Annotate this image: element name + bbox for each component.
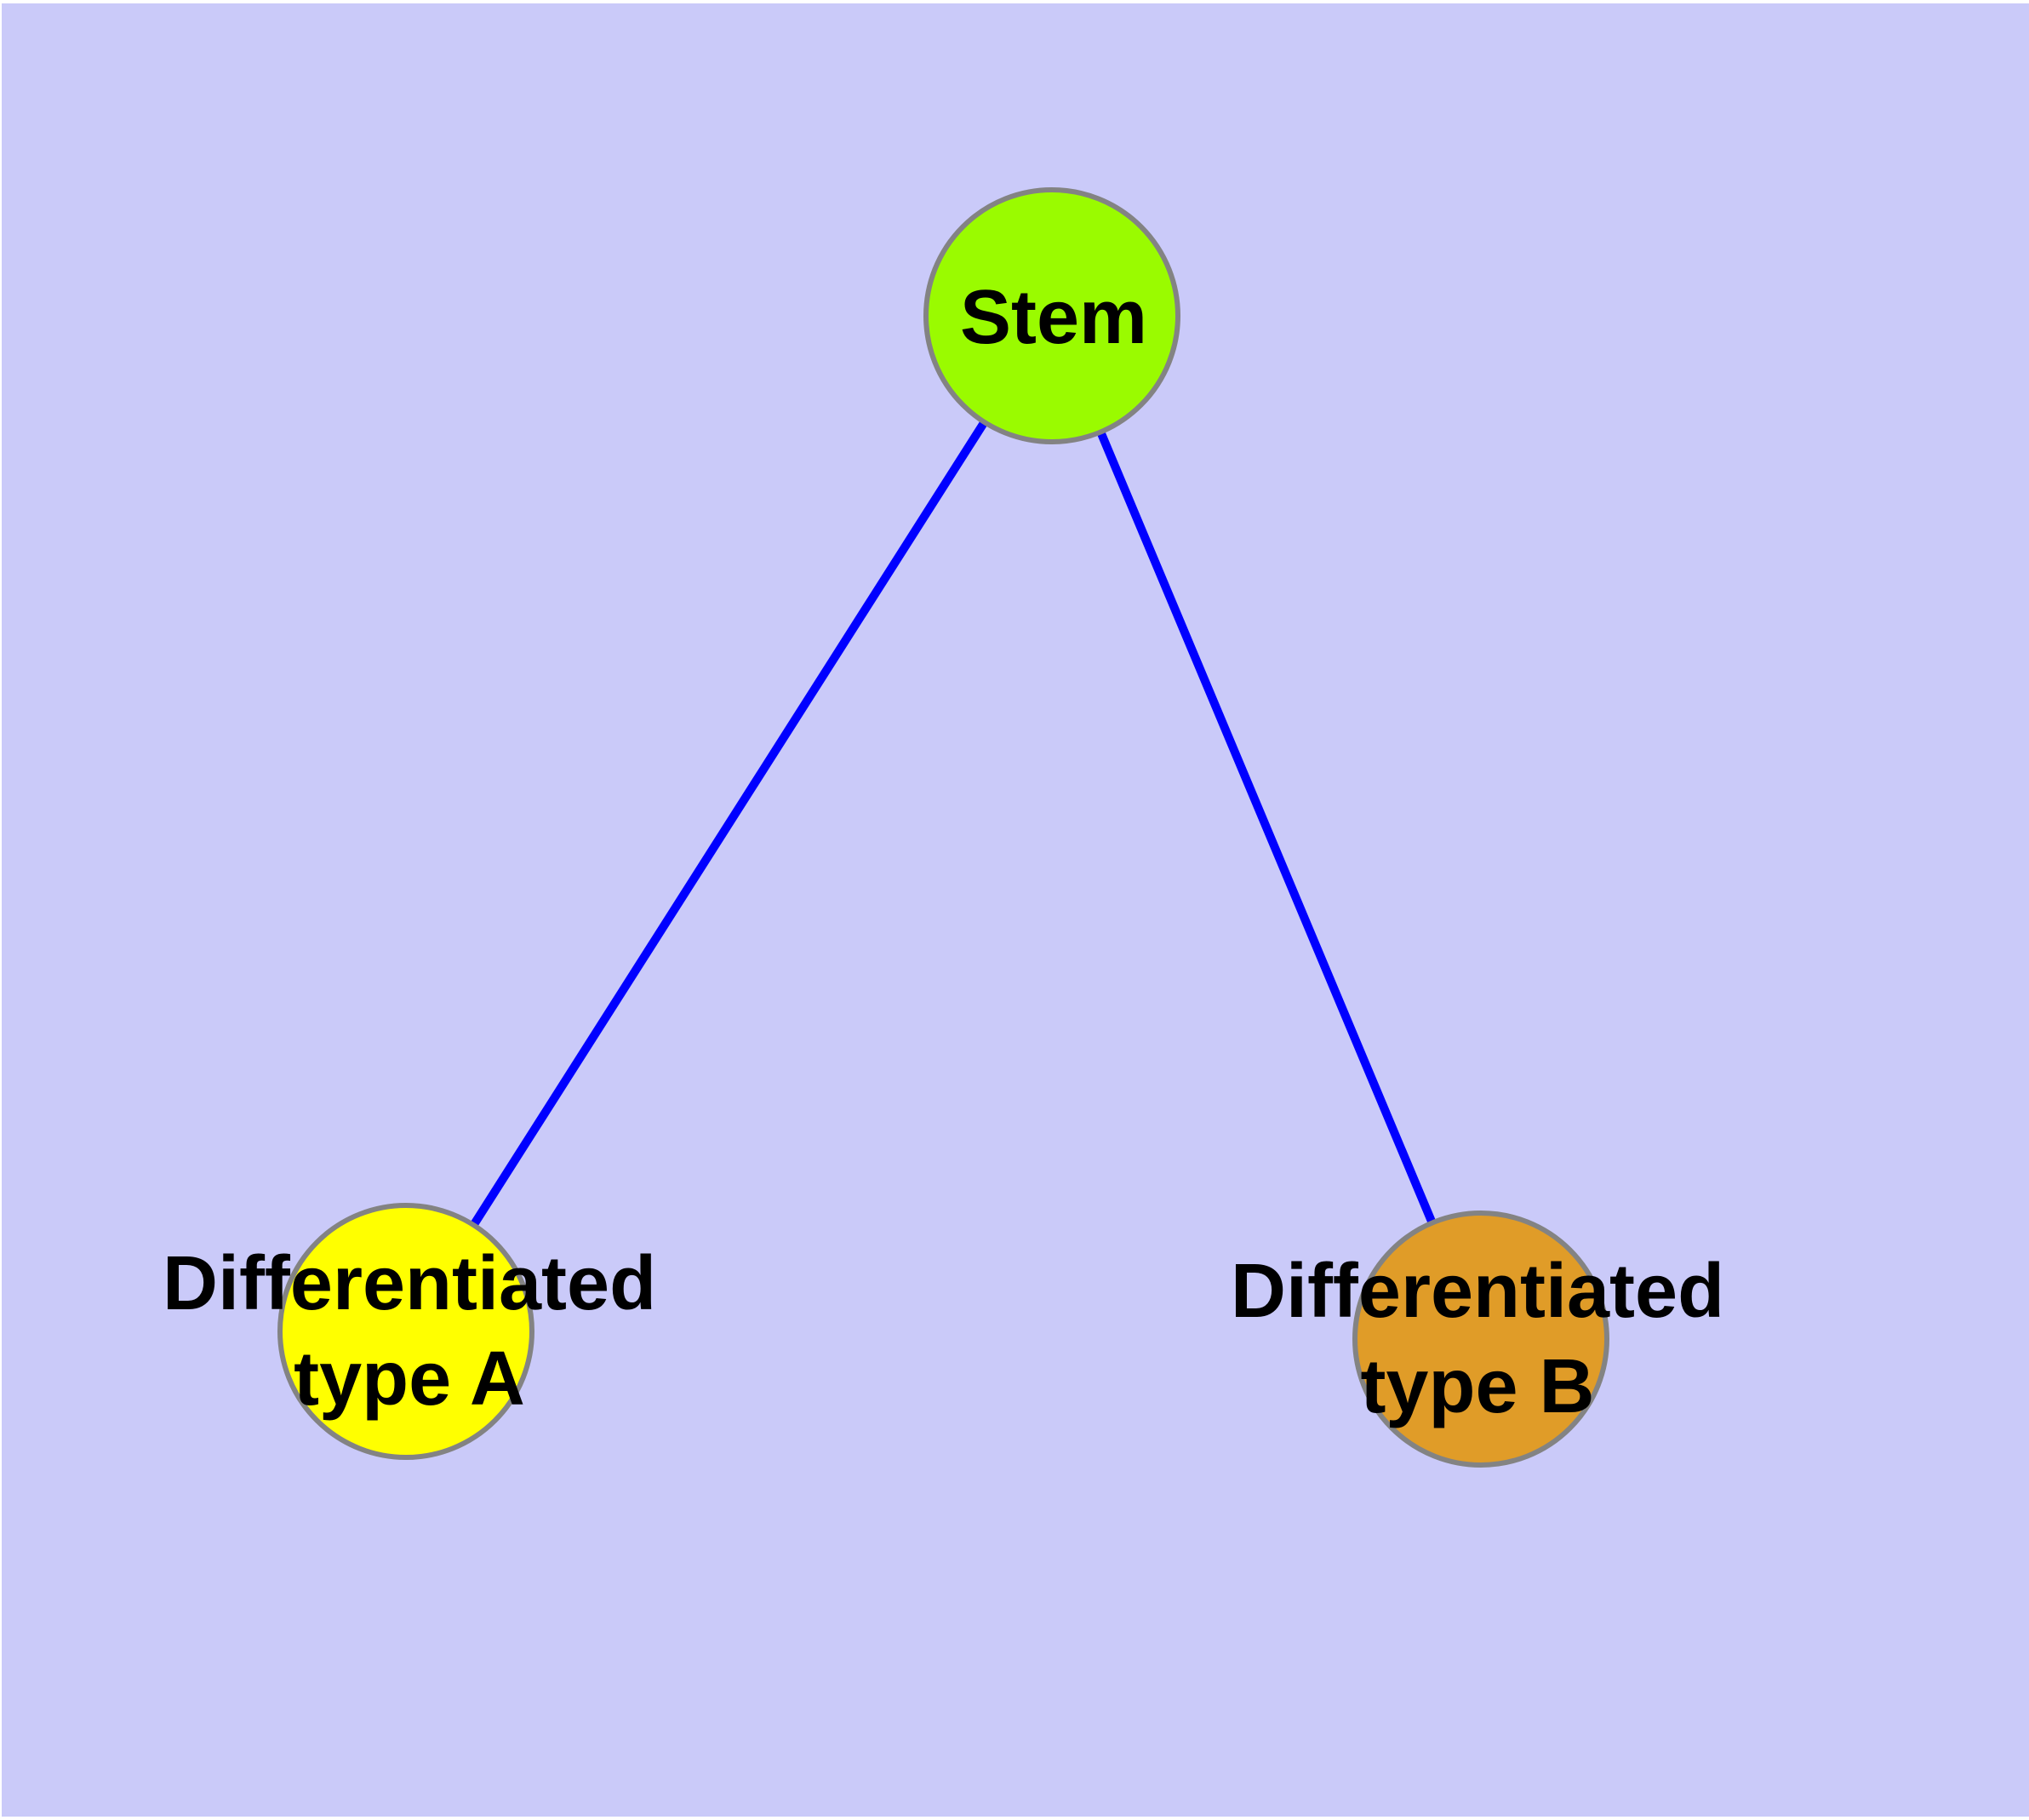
node-stem-circle	[923, 187, 1180, 444]
node-type-b-label: Differentiated type B	[1231, 1244, 1724, 1434]
node-type-a-label: Differentiated type A	[163, 1236, 656, 1427]
node-type-a-circle	[277, 1203, 534, 1460]
node-type-a-label-line1: Differentiated	[162, 1241, 657, 1326]
node-type-b-circle	[1352, 1210, 1609, 1468]
node-type-b-label-line2: type B	[1360, 1344, 1595, 1429]
node-stem-label-line1: Stem	[959, 275, 1148, 360]
node-type-a-label-line2: type A	[294, 1336, 525, 1422]
node-type-b-label-line1: Differentiated	[1230, 1249, 1725, 1334]
node-stem-label: Stem	[960, 270, 1147, 365]
edge-stem-to-type-b	[1048, 314, 1485, 1341]
edge-stem-to-type-a	[402, 313, 1056, 1334]
